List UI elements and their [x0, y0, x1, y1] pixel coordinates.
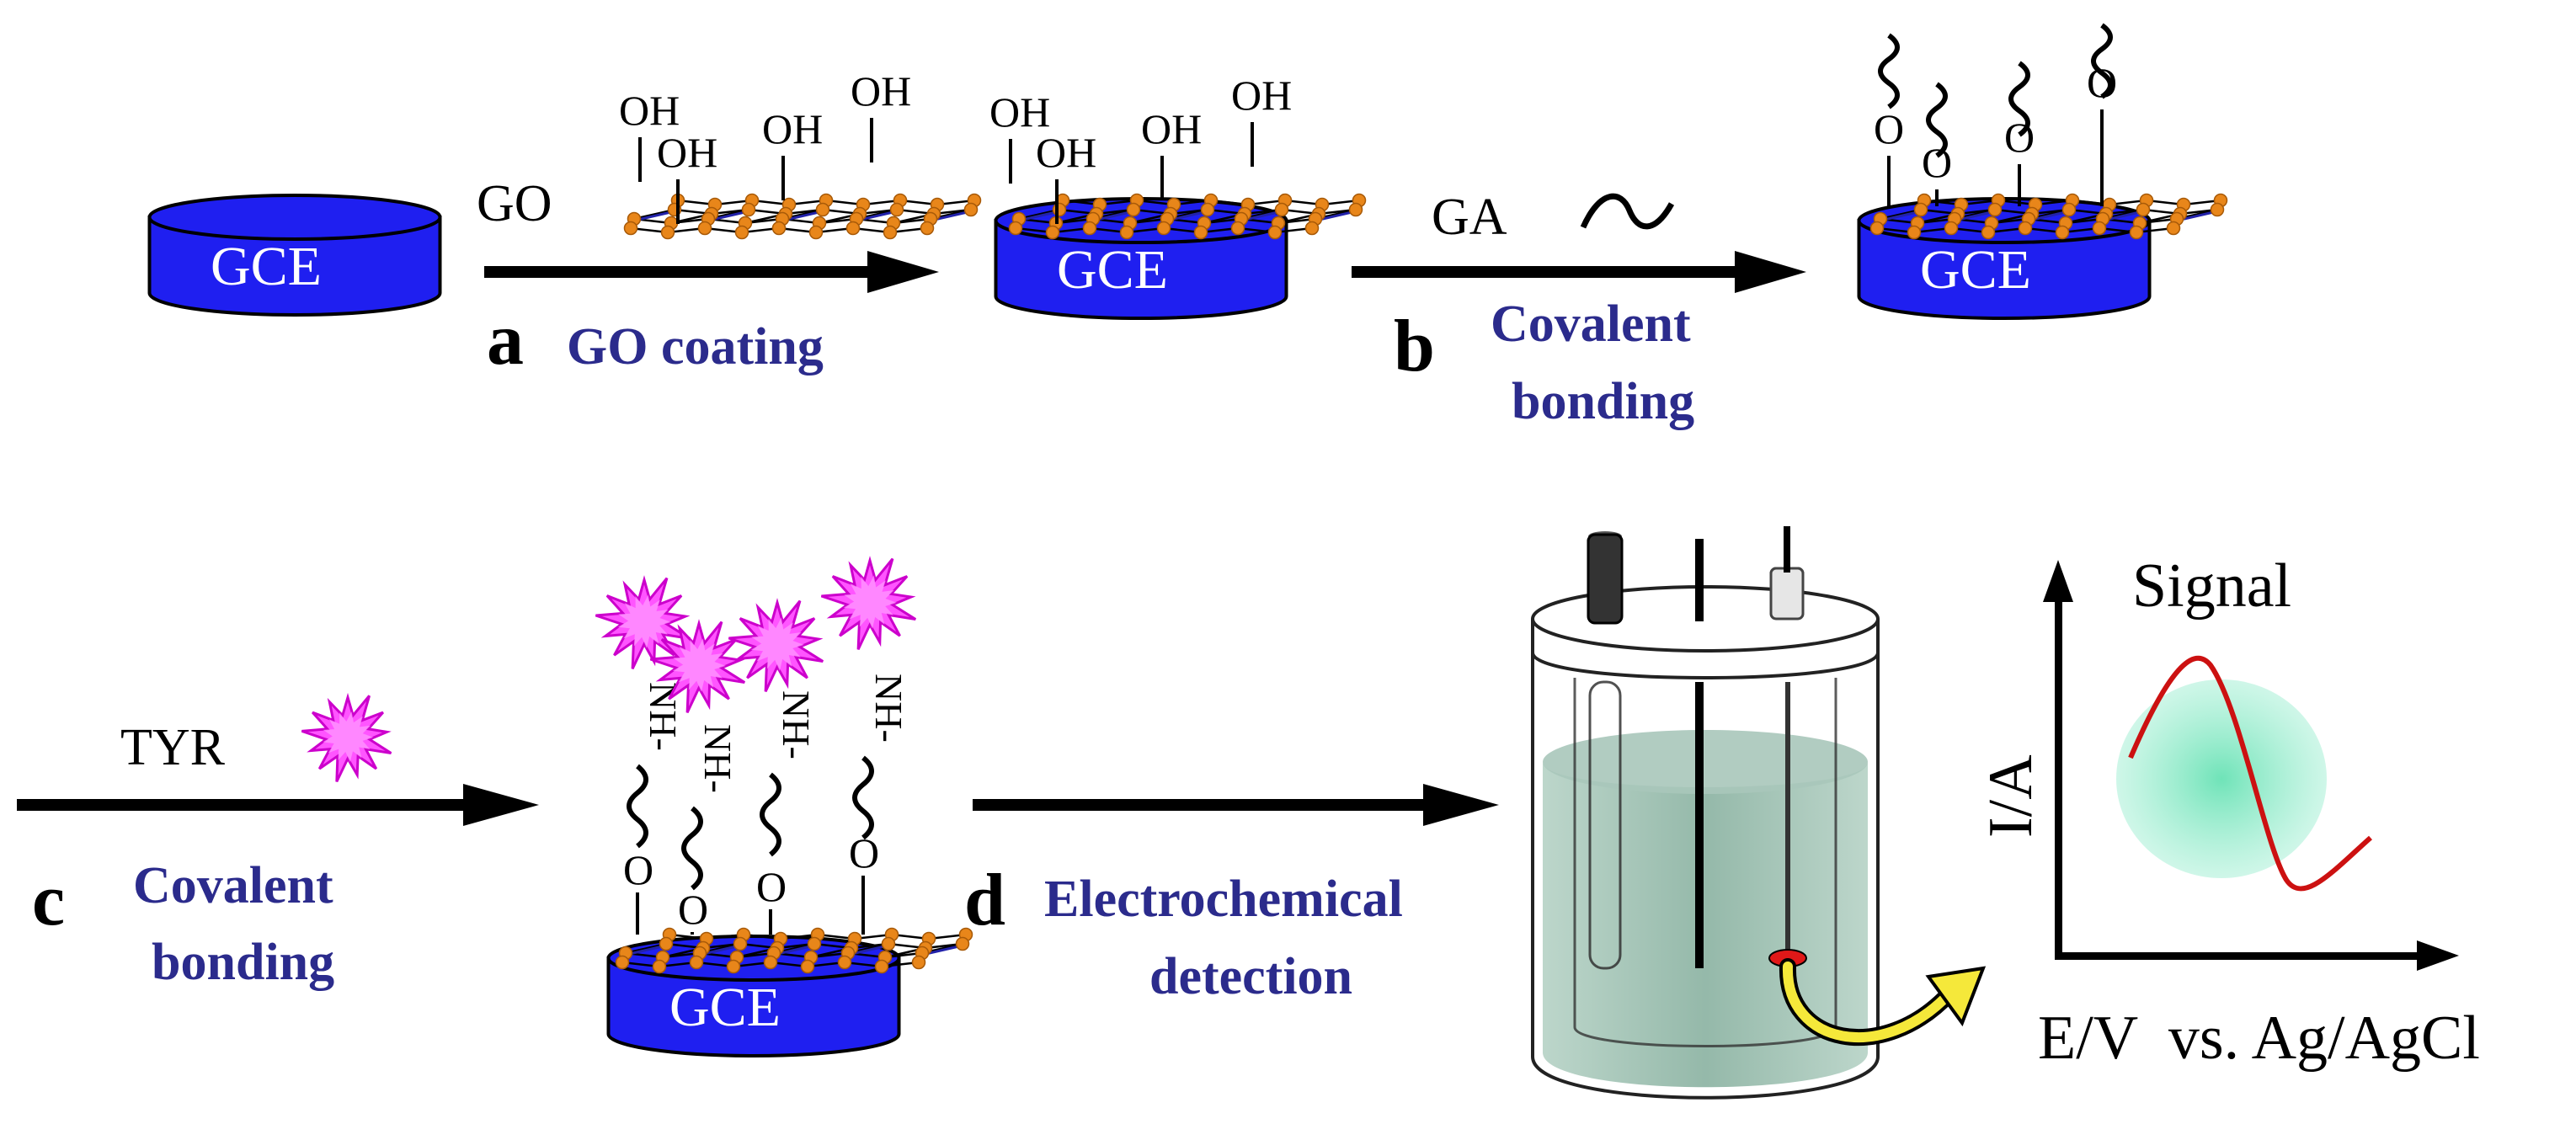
- glutaraldehyde-icon: [1580, 193, 1675, 230]
- step-a-reagent: GO: [477, 175, 552, 232]
- amine-label: NH-: [775, 690, 818, 759]
- step-c-arrow: [17, 784, 539, 826]
- oxygen-label: O: [756, 863, 787, 910]
- hydroxyl-label: OH: [619, 87, 680, 134]
- hydroxyl-label: OH: [762, 105, 823, 152]
- step-d-letter: d: [964, 860, 1005, 941]
- step-a-arrow: [484, 251, 939, 293]
- amine-label: NH-: [867, 674, 910, 743]
- tyrosinase-enzyme-icon: [301, 692, 392, 783]
- plot-title: Signal: [2132, 551, 2291, 621]
- step-c-caption-line2: bonding: [152, 934, 334, 991]
- step-b-caption-line2: bonding: [1512, 373, 1694, 430]
- step-c-caption-line1: Covalent: [133, 857, 333, 914]
- step-d-arrow: [973, 784, 1499, 826]
- oxygen-label: O: [849, 829, 879, 876]
- oxygen-label: O: [623, 846, 653, 893]
- step-b-arrow: [1352, 251, 1806, 293]
- step-c-letter: c: [32, 860, 65, 941]
- electrode-label: GCE: [1920, 239, 2031, 301]
- oxygen-label: O: [1874, 105, 1904, 152]
- step-a-caption: GO coating: [567, 318, 824, 376]
- electrode-label: GCE: [1057, 239, 1168, 301]
- plot-x-axis: [2055, 952, 2425, 960]
- step-b-reagent: GA: [1432, 189, 1507, 246]
- hydroxyl-label: OH: [1141, 105, 1202, 152]
- oxygen-label: O: [678, 886, 708, 933]
- step-b-caption-line1: Covalent: [1491, 296, 1691, 353]
- hydroxyl-label: OH: [657, 129, 717, 176]
- electrode-label: GCE: [669, 977, 781, 1038]
- hydroxyl-label: OH: [1231, 72, 1292, 119]
- voltammogram-plot: Signal I/A E/V vs. Ag/AgCl: [1976, 551, 2480, 1073]
- hydroxyl-label: OH: [851, 67, 911, 115]
- step-d-caption-line2: detection: [1149, 948, 1352, 1005]
- hydroxyl-label: OH: [989, 88, 1050, 136]
- signal-transfer-arrow: [1779, 958, 1987, 1047]
- oxygen-label: O: [2087, 59, 2117, 106]
- oxygen-label: O: [2004, 114, 2035, 161]
- amine-label: NH-: [696, 724, 739, 793]
- bare-electrode: GCE: [147, 194, 442, 317]
- step-c-reagent: TYR: [120, 719, 226, 776]
- plot-y-label: I/A: [1976, 754, 2045, 838]
- electrochemical-cell: [1531, 526, 1880, 1100]
- plot-x-label: E/V vs. Ag/AgCl: [2038, 1004, 2480, 1073]
- step-a-letter: a: [487, 299, 524, 381]
- oxygen-label: O: [1922, 139, 1952, 186]
- step-d-caption-line1: Electrochemical: [1044, 871, 1403, 928]
- electrode-label: GCE: [211, 236, 322, 297]
- step-b-letter: b: [1394, 306, 1435, 387]
- signal-glow-blob: [2116, 679, 2327, 878]
- plot-y-axis: [2055, 589, 2062, 960]
- hydroxyl-label: OH: [1036, 129, 1096, 176]
- signal-curve: [2128, 655, 2372, 892]
